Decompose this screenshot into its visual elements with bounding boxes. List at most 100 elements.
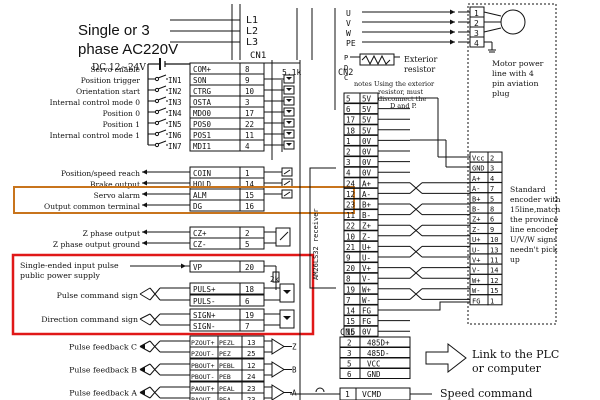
pulse-pin-3: 7 bbox=[245, 322, 250, 331]
dir-opto-icon bbox=[279, 309, 295, 329]
input-label-2: Orientation start bbox=[76, 87, 140, 96]
output-signal-2: ALM bbox=[193, 191, 207, 200]
pulse-input-label-2: public power supply bbox=[20, 271, 101, 280]
cn5-pin-3: 6 bbox=[347, 370, 352, 379]
feedback-alt-1: PEZ bbox=[219, 350, 231, 358]
cn2-pin-19: 7 bbox=[346, 296, 351, 305]
encoder-pin-3: 7 bbox=[490, 185, 494, 193]
motor-phase-1: V bbox=[346, 19, 351, 28]
encoder-desc-6: needn't pick bbox=[510, 245, 558, 254]
input-resistor-label: 5.1k bbox=[282, 68, 301, 77]
cn2-sig-0: 5V bbox=[362, 95, 372, 104]
cn5-pin-0: 2 bbox=[347, 339, 352, 348]
line-driver-icon bbox=[271, 361, 285, 378]
cn1-pin-cell bbox=[239, 62, 265, 75]
output-pin-0: 1 bbox=[245, 169, 250, 178]
output-pin-1: 14 bbox=[245, 180, 255, 189]
cn1-signal-5: POS0 bbox=[193, 120, 212, 129]
cn2-pin-8: 24 bbox=[346, 179, 356, 188]
opto-icon bbox=[283, 85, 295, 95]
pulse-pin-2: 19 bbox=[245, 311, 254, 320]
opto-icon bbox=[283, 118, 295, 128]
terminal-c: C bbox=[344, 74, 348, 82]
transistor-icon bbox=[281, 189, 293, 199]
encoder-pin-2: 4 bbox=[490, 175, 494, 183]
orange-highlight-box bbox=[13, 186, 355, 214]
encoder-pin-1: 3 bbox=[490, 165, 494, 173]
cn1-pin-5: 22 bbox=[245, 120, 254, 129]
feedback-label-0: Pulse feedback C bbox=[69, 343, 137, 352]
encoder-sig-2: A+ bbox=[472, 175, 480, 183]
cn5-pin-1: 3 bbox=[347, 349, 352, 358]
line-driver-icon bbox=[271, 384, 285, 400]
driver-letter-0: Z bbox=[292, 343, 297, 352]
motor-pin-1: 2 bbox=[474, 19, 479, 28]
cn2-pin-15: 9 bbox=[346, 254, 351, 263]
cn2-pin-20: 14 bbox=[346, 307, 356, 316]
line-l1: L1 bbox=[246, 15, 258, 26]
cn1-signal-4: MDO0 bbox=[193, 109, 212, 118]
input-prefix-2: IN2 bbox=[168, 87, 182, 96]
cn1-pin-3: 3 bbox=[245, 98, 250, 107]
cn5-link-line1: Link to the PLC bbox=[472, 348, 559, 361]
cn5-sig-1: 485D- bbox=[367, 349, 390, 358]
cn1-pin-0: 8 bbox=[245, 65, 250, 74]
encoder-pin-11: 14 bbox=[490, 267, 498, 275]
cn2-sig-9: A- bbox=[362, 190, 371, 199]
encoder-desc-1: encoder with bbox=[510, 195, 561, 204]
encoder-sig-9: U- bbox=[472, 246, 480, 254]
motor-power-line-2: pin aviation bbox=[492, 79, 539, 88]
cn2-pin-5: 2 bbox=[346, 148, 351, 157]
cn2-pin-18: 19 bbox=[346, 285, 355, 294]
cn1-pin-cell bbox=[239, 73, 265, 86]
arrow-left-icon bbox=[142, 180, 147, 186]
cn2-pin-6: 3 bbox=[346, 158, 351, 167]
output-signal-0: COIN bbox=[193, 169, 211, 178]
encoder-desc-7: up bbox=[510, 255, 520, 264]
cn2-sig-1: 5V bbox=[362, 105, 372, 114]
cn2-title: CN2 bbox=[338, 68, 353, 78]
cn5-pin-2: 5 bbox=[347, 360, 352, 369]
link-arrow-icon bbox=[425, 342, 467, 374]
zphase-signal-1: CZ- bbox=[193, 240, 207, 249]
cn2-sig-10: B+ bbox=[362, 201, 372, 210]
feedback-pin-3: 24 bbox=[247, 373, 255, 381]
zphase-pin-0: 2 bbox=[245, 229, 250, 238]
line-driver-icon bbox=[271, 338, 285, 355]
opto-icon bbox=[283, 129, 295, 139]
cn1-pin-2: 10 bbox=[245, 87, 255, 96]
output-signal-1: HOLD bbox=[193, 180, 212, 189]
motor-phase-2: W bbox=[346, 29, 351, 38]
encoder-sig-13: W- bbox=[472, 287, 480, 295]
direction-command-label: Direction command sign bbox=[41, 315, 138, 324]
cn2-sig-15: U- bbox=[362, 254, 371, 263]
motor-power-line-3: plug bbox=[492, 89, 510, 98]
encoder-sig-11: V- bbox=[472, 267, 480, 275]
feedback-alt-2: PEBL bbox=[219, 362, 235, 370]
cn2-sig-22: 0V bbox=[362, 328, 372, 337]
cn2-sig-3: 5V bbox=[362, 126, 372, 135]
terminal-d: D bbox=[344, 64, 348, 72]
output-label-1: Brake output bbox=[90, 180, 140, 189]
output-signal-3: DG bbox=[193, 202, 203, 211]
terminal-p: P bbox=[344, 54, 348, 62]
cn2-sig-16: V+ bbox=[362, 264, 372, 273]
pulse-signal-1: PULS- bbox=[193, 297, 216, 306]
speed-pin: 1 bbox=[345, 390, 350, 399]
battery-icon bbox=[147, 58, 190, 145]
encoder-sig-4: B+ bbox=[472, 195, 480, 203]
encoder-desc-2: 15line,match bbox=[510, 205, 560, 214]
zphase-signal-0: CZ+ bbox=[193, 229, 207, 238]
input-label-5: Position 1 bbox=[103, 120, 140, 129]
resistor-note-1: notes Using the exterior bbox=[354, 80, 435, 88]
encoder-pin-6: 6 bbox=[490, 216, 494, 224]
encoder-sig-8: U+ bbox=[472, 236, 480, 244]
power-title-line2: phase AC220V bbox=[78, 41, 178, 58]
encoder-pin-0: 2 bbox=[490, 155, 494, 163]
encoder-pin-12: 12 bbox=[490, 277, 498, 285]
driver-letter-2: A bbox=[292, 389, 297, 398]
